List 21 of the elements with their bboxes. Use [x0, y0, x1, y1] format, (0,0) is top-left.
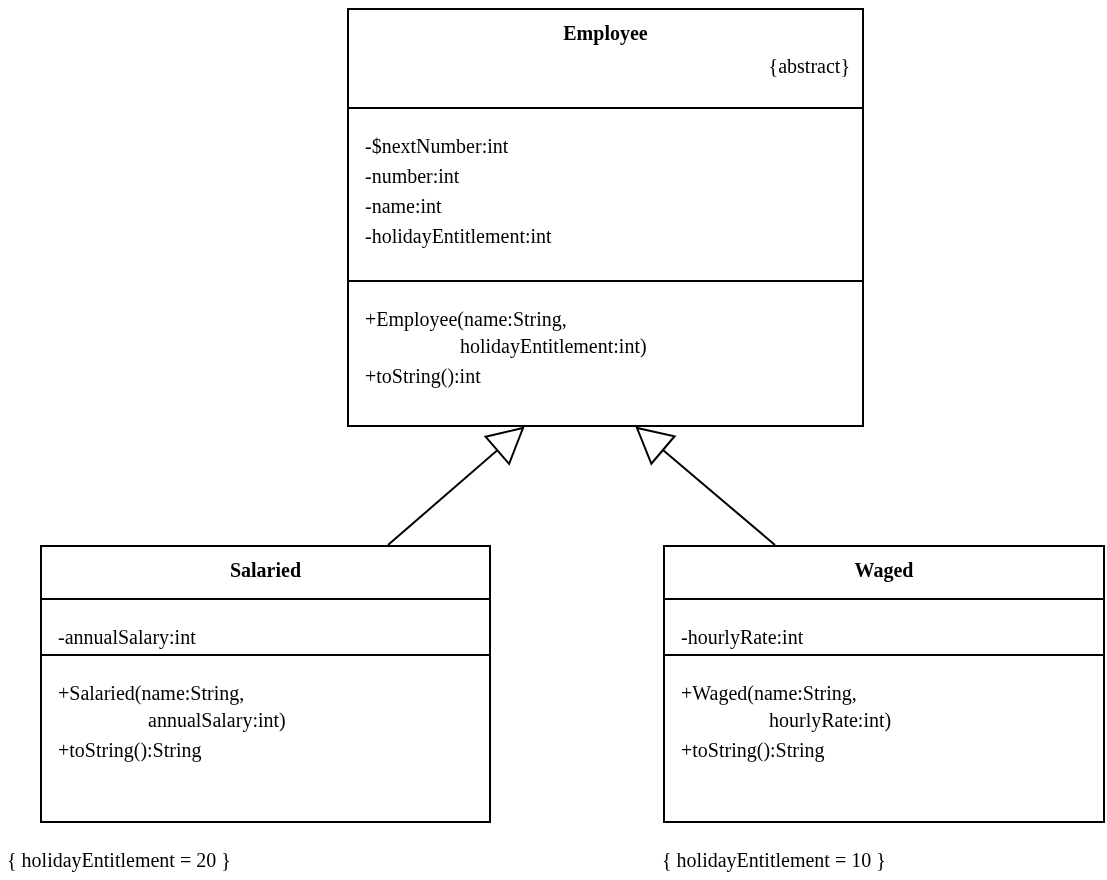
- attribute-text: -annualSalary:int: [58, 625, 197, 651]
- attribute-text: -holidayEntitlement:int: [365, 224, 553, 250]
- operation-text: +Salaried(name:String, annualSalary:int): [58, 681, 287, 734]
- attribute-text: -hourlyRate:int: [681, 625, 805, 651]
- attribute-text: -$nextNumber:int: [365, 134, 510, 159]
- operation-text: +toString():int: [365, 364, 482, 390]
- constraint-text: { holidayEntitlement = 10 }: [662, 848, 886, 873]
- generalization-arrow: [387, 427, 524, 546]
- class-name: Salaried: [228, 558, 303, 583]
- attribute-text: -number:int: [365, 164, 461, 189]
- generalization-arrow: [636, 427, 776, 546]
- operation-text: +Employee(name:String, holidayEntitlement:int): [365, 307, 648, 360]
- operation-text: +toString():String: [58, 738, 203, 764]
- operation-text: +toString():String: [681, 738, 826, 764]
- attribute-text: -name:int: [365, 194, 443, 219]
- class-name: Employee: [562, 21, 649, 46]
- stereotype-text: {abstract}: [768, 54, 850, 79]
- constraint-text: { holidayEntitlement = 20 }: [7, 848, 231, 873]
- class-box: [347, 8, 864, 427]
- operation-text: +Waged(name:String, hourlyRate:int): [681, 681, 893, 734]
- class-name: Waged: [853, 558, 915, 583]
